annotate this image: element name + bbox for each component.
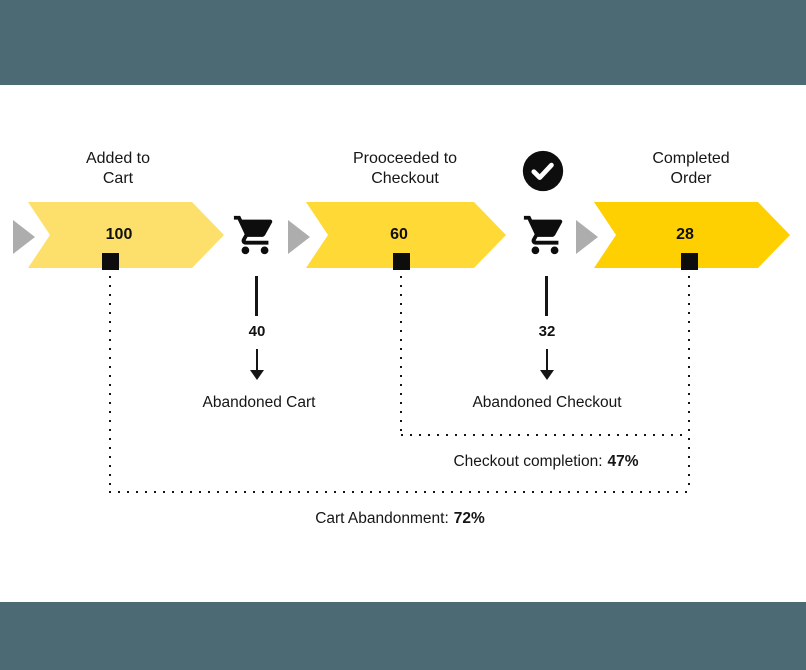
- down-arrow-stem: [256, 349, 258, 370]
- down-arrow-icon: [539, 349, 555, 380]
- metric-value: 72%: [453, 510, 485, 527]
- anchor-square: [393, 253, 410, 270]
- stage-label-line: Order: [670, 170, 712, 187]
- funnel-arrow-added-to-cart: 100: [28, 202, 224, 268]
- dotted-line-vertical: [688, 276, 690, 492]
- down-arrow-icon: [249, 349, 265, 380]
- chevron-right-icon: [576, 220, 598, 254]
- metric-label: Cart Abandonment:: [315, 510, 449, 527]
- dotted-line-horizontal: [401, 434, 689, 436]
- dotted-line-vertical: [400, 276, 402, 435]
- stage-value: 28: [676, 226, 694, 243]
- metric-checkout-completion: Checkout completion:47%: [401, 453, 691, 471]
- shopping-cart-icon: [232, 212, 278, 258]
- dropoff-label-abandoned-cart: Abandoned Cart: [202, 394, 316, 411]
- chevron-right-icon: [13, 220, 35, 254]
- down-arrow-head: [250, 370, 264, 380]
- chevron-right-icon: [288, 220, 310, 254]
- stage-label-added-to-cart: Added to Cart: [38, 149, 198, 189]
- metric-label: Checkout completion:: [453, 453, 603, 470]
- dropoff-label-abandoned-checkout: Abandoned Checkout: [472, 394, 622, 411]
- stage-label-proceeded-to-checkout: Prooceeded to Checkout: [315, 149, 495, 189]
- dropoff-value: 40: [248, 323, 266, 340]
- shopping-cart-icon: [522, 212, 568, 258]
- stage-value: 60: [390, 226, 408, 243]
- bottom-banner: [0, 602, 806, 670]
- stage-label-line: Prooceeded to: [352, 150, 458, 167]
- stage-label-line: Completed: [652, 150, 730, 167]
- stage-label-line: Cart: [102, 170, 134, 187]
- down-arrow-head: [540, 370, 554, 380]
- stage-label-completed-order: Completed Order: [611, 149, 771, 189]
- dotted-line-vertical: [109, 276, 111, 492]
- metric-cart-abandonment: Cart Abandonment:72%: [110, 510, 690, 528]
- dotted-line-horizontal: [109, 491, 689, 493]
- anchor-square: [681, 253, 698, 270]
- down-arrow-stem: [546, 349, 548, 370]
- top-banner: [0, 0, 806, 85]
- dropoff-connector-line: [545, 276, 548, 316]
- stage-label-line: Added to: [85, 150, 151, 167]
- metric-value: 47%: [607, 453, 639, 470]
- anchor-square: [102, 253, 119, 270]
- check-circle-icon: [521, 149, 565, 193]
- stage-label-line: Checkout: [371, 170, 439, 187]
- dropoff-value: 32: [538, 323, 556, 340]
- dropoff-connector-line: [255, 276, 258, 316]
- stage-value: 100: [105, 226, 133, 243]
